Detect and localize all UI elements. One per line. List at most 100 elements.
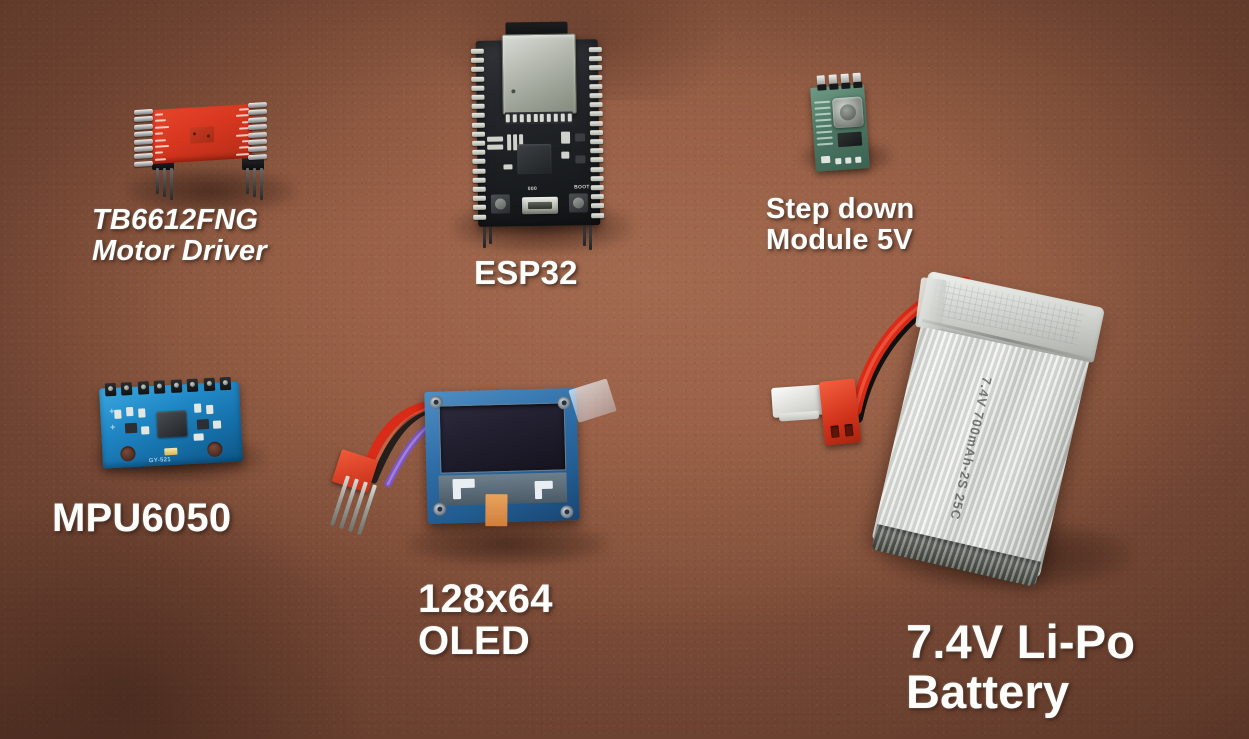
esp32-header-pad (590, 194, 604, 200)
esp32-header-pad (471, 94, 485, 100)
esp32-header-pad (589, 93, 603, 99)
oled-mounting-hole (557, 396, 571, 410)
esp32-smd-part (487, 144, 504, 150)
esp32-silk-usb-label: 000 (527, 186, 538, 193)
esp32-header-pad (472, 195, 486, 202)
tb6612fng-pin (248, 153, 267, 160)
esp32-leg (483, 214, 486, 248)
component-mpu6050[interactable]: GY-521 + + (95, 373, 251, 475)
tb6612fng-pin (248, 101, 267, 109)
component-oled-display-128x64[interactable] (330, 372, 617, 567)
tb6612fng-leg (260, 168, 263, 200)
esp32-header-pad (589, 102, 603, 108)
esp32-legs (479, 214, 601, 258)
mpu6050-sensor-ic (156, 410, 188, 438)
tb6612fng-pcb (152, 103, 252, 164)
esp32-header-pad (590, 166, 604, 172)
esp32-smd-part (561, 151, 570, 159)
oled-pcb (424, 378, 617, 527)
tb6612fng-pin (134, 108, 153, 116)
esp32-header-pad (471, 113, 485, 119)
esp32-micro-usb-port[interactable] (521, 196, 559, 215)
esp32-header-pad (473, 205, 487, 211)
esp32-boot-button[interactable] (568, 193, 589, 213)
tb6612fng-pins-left (134, 107, 154, 170)
esp32-smd-part (575, 155, 586, 164)
esp32-header-pad (590, 139, 604, 145)
mpu6050-mounting-hole (206, 441, 223, 458)
component-esp32-dev-board[interactable]: 000 BOOT (467, 18, 613, 256)
mpu6050-mounting-hole (120, 445, 136, 462)
stepdown-pin-base (817, 84, 827, 91)
tb6612fng-pins-right (248, 100, 268, 163)
background-shadow-left (0, 469, 380, 739)
esp32-header-pad (589, 65, 603, 71)
tb6612fng-pin (248, 109, 267, 116)
stepdown-smd-part (820, 155, 831, 164)
esp32-rf-shield-can (501, 33, 577, 115)
esp32-header-pad (591, 212, 605, 218)
mpu6050-power-led (164, 447, 178, 456)
esp32-leg (583, 214, 586, 246)
esp32-module-pads (504, 111, 573, 125)
tb6612fng-board (134, 98, 268, 172)
esp32-header-pad (589, 74, 603, 80)
oled-mounting-hole (433, 502, 447, 516)
tb6612fng-pin (248, 146, 267, 153)
tb6612fng-pin (248, 131, 267, 138)
stepdown-smd-part (845, 157, 852, 164)
esp32-smd-part (503, 164, 513, 170)
esp32-header-pads-right (588, 47, 605, 223)
esp32-smd-part (487, 136, 504, 142)
tb6612fng-pin (134, 145, 153, 153)
tb6612fng-pin (134, 116, 153, 123)
tb6612fng-pin (134, 131, 153, 138)
esp32-header-pad (589, 83, 603, 90)
tb6612fng-pin (134, 138, 153, 145)
stepdown-inductor (831, 96, 864, 129)
stepdown-pin-base (829, 83, 839, 90)
esp32-header-pads-left (470, 48, 487, 225)
esp32-silk-boot-label: BOOT (574, 184, 590, 191)
oled-flex-cable (485, 494, 508, 527)
component-tb6612fng-motor-driver[interactable] (128, 86, 274, 202)
esp32-header-pad (471, 76, 485, 82)
tb6612fng-pin (248, 116, 267, 123)
stepdown-regulator-ic (837, 131, 863, 148)
esp32-leg (489, 214, 492, 244)
tb6612fng-leg (156, 168, 159, 194)
esp32-header-pad (471, 122, 485, 128)
tb6612fng-pin (134, 123, 153, 130)
esp32-header-pad (590, 185, 604, 191)
stepdown-pin-base (853, 81, 863, 89)
stepdown-smd-part (855, 156, 862, 164)
tb6612fng-driver-chip (190, 126, 214, 144)
esp32-header-pad (471, 67, 485, 73)
esp32-header-pad (472, 168, 486, 174)
component-step-down-module-5v[interactable] (805, 72, 881, 182)
mpu6050-pcb: GY-521 + + (99, 376, 243, 469)
esp32-header-pad (473, 214, 487, 220)
esp32-header-pad (471, 131, 486, 137)
mpu6050-silkscreen-gy521: GY-521 (148, 457, 172, 465)
esp32-header-pad (590, 148, 604, 154)
esp32-header-pad (472, 159, 486, 165)
esp32-header-pad (471, 103, 485, 110)
tb6612fng-leg (246, 168, 249, 194)
esp32-header-pad (471, 85, 485, 91)
oled-screen-panel (438, 402, 567, 474)
esp32-header-pad (472, 186, 486, 192)
tb6612fng-pin (248, 124, 267, 131)
esp32-header-pad (588, 47, 602, 53)
battery-jst-connector[interactable] (818, 378, 862, 446)
esp32-smd-part (560, 131, 571, 144)
tb6612fng-pin (248, 138, 267, 146)
tb6612fng-pin (134, 153, 153, 160)
component-lipo-battery-7-4v[interactable]: 7.4V 700mAh-2S 25C (760, 268, 1160, 618)
esp32-en-button[interactable] (490, 194, 511, 214)
esp32-regulator-ic (517, 143, 552, 175)
stepdown-pcb (810, 84, 870, 172)
esp32-smd-part (575, 133, 586, 142)
mpu6050-header-pins (104, 376, 232, 397)
esp32-header-pad (472, 149, 486, 156)
